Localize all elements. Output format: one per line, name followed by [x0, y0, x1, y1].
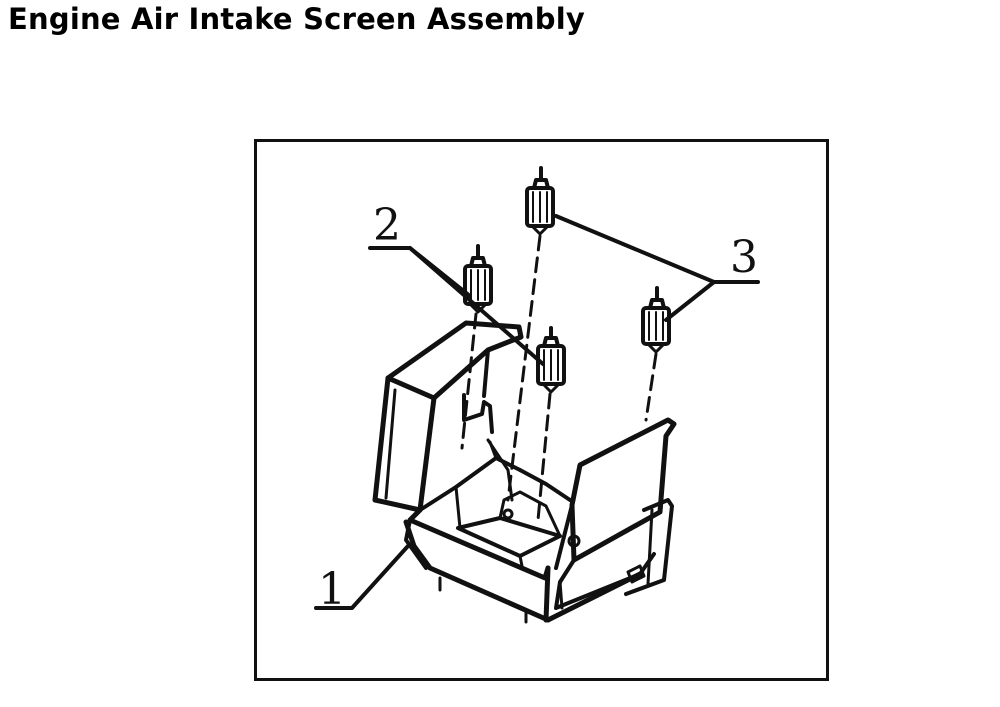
callout-2: 2 — [373, 200, 401, 251]
callout-3: 3 — [730, 232, 758, 283]
figure-frame — [254, 139, 829, 681]
callout-1: 1 — [318, 564, 346, 615]
assembly-centerlines — [460, 234, 658, 522]
leader-line-1 — [314, 544, 410, 610]
stud-rear-left — [525, 166, 555, 236]
stud-front-left — [463, 244, 493, 314]
leader-line-3 — [554, 214, 760, 322]
stud-front-right — [536, 326, 566, 394]
leader-line-2 — [368, 246, 545, 366]
page-title: Engine Air Intake Screen Assembly — [8, 2, 585, 36]
stud-rear-right — [641, 286, 671, 354]
